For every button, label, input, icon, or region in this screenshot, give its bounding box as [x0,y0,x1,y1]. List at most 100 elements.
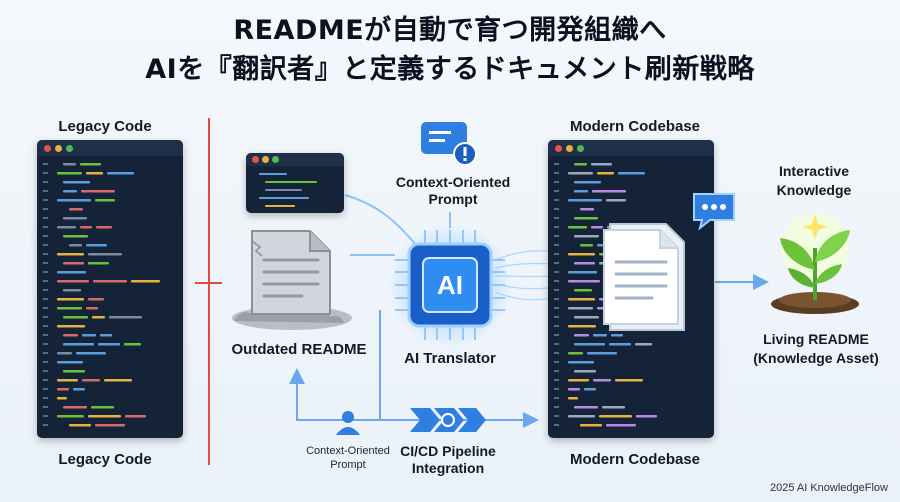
line-number [43,271,48,273]
code-token [63,190,77,193]
code-token [611,334,623,337]
knowledge-label: Interactive Knowledge [752,162,876,200]
code-token [63,235,88,238]
code-token [574,217,598,220]
line-number [43,424,48,426]
code-token [63,406,87,409]
code-token [73,388,85,391]
code-token [86,244,107,247]
legacy-code-window [37,140,183,438]
line-number [554,325,559,327]
line-number [43,172,48,174]
code-token [568,325,596,328]
code-token [125,415,146,418]
code-token [591,163,612,166]
code-token [580,244,593,247]
line-number [554,217,559,219]
code-token [131,280,160,283]
code-token [574,343,605,346]
code-token [568,172,593,175]
ai-chip-text: AI [437,270,463,300]
line-number [554,406,559,408]
code-token [568,388,580,391]
prompt-top-label: Context-Oriented Prompt [378,174,528,208]
line-number [43,181,48,183]
code-token [574,370,596,373]
line-number [43,244,48,246]
code-token [124,343,141,346]
line-number [554,208,559,210]
legacy-label-bottom: Legacy Code [58,451,152,468]
code-token [574,235,599,238]
legacy-label-top: Legacy Code [58,118,152,135]
code-token [606,199,626,202]
code-token [98,343,120,346]
pipeline-label: CI/CD Pipeline Integration [380,443,516,477]
prompt-top-line-2: Prompt [428,191,478,207]
snippet-code-lines [259,173,317,207]
code-token [609,343,631,346]
line-number [554,253,559,255]
modern-label-bottom: Modern Codebase [569,451,701,468]
code-token [95,424,125,427]
code-token [574,406,598,409]
line-number [554,181,559,183]
line-number [554,361,559,363]
knowledge-line-1: Interactive [778,163,850,179]
code-token [574,163,587,166]
code-token [63,343,94,346]
code-token [568,361,594,364]
line-number [43,253,48,255]
line-number [554,352,559,354]
line-number [43,415,48,417]
line-number [554,307,559,309]
modern-readme-doc [603,223,685,331]
code-token [568,298,595,301]
code-token [57,415,84,418]
code-token [63,262,84,265]
line-number [43,352,48,354]
prompt-top-line-1: Context-Oriented [395,174,511,190]
code-token [568,379,589,382]
code-token [568,271,597,274]
living-line-1: Living README [763,331,869,347]
code-token [81,190,115,193]
prompt-bottom-line-2: Prompt [330,459,366,471]
line-number [554,190,559,192]
line-number [43,199,48,201]
code-token [597,172,614,175]
pipeline-icon [410,408,486,432]
code-token [91,406,114,409]
code-token [636,415,657,418]
code-token [593,379,611,382]
code-token [80,226,92,229]
code-token [86,172,103,175]
line-number [554,415,559,417]
code-token [568,226,587,229]
code-token [57,253,84,256]
line-number [554,379,559,381]
code-token [599,415,632,418]
code-token [57,325,85,328]
line-number [43,298,48,300]
line-number [43,208,48,210]
line-number [554,163,559,165]
line-number [43,334,48,336]
code-token [80,163,101,166]
prompt-bottom-line-1: Context-Oriented [306,445,390,457]
line-number [554,334,559,336]
line-number [43,307,48,309]
code-token [568,253,595,256]
code-token [57,271,86,274]
line-number [554,280,559,282]
line-number [554,244,559,246]
code-token [63,289,81,292]
line-number [43,316,48,318]
line-number [43,406,48,408]
code-token [88,253,122,256]
knowledge-line-2: Knowledge [776,182,852,198]
code-token [568,199,602,202]
ai-translator-label: AI Translator [404,350,496,367]
modern-label-top: Modern Codebase [569,118,701,135]
credit-text: 2025 AI KnowledgeFlow [769,482,888,494]
